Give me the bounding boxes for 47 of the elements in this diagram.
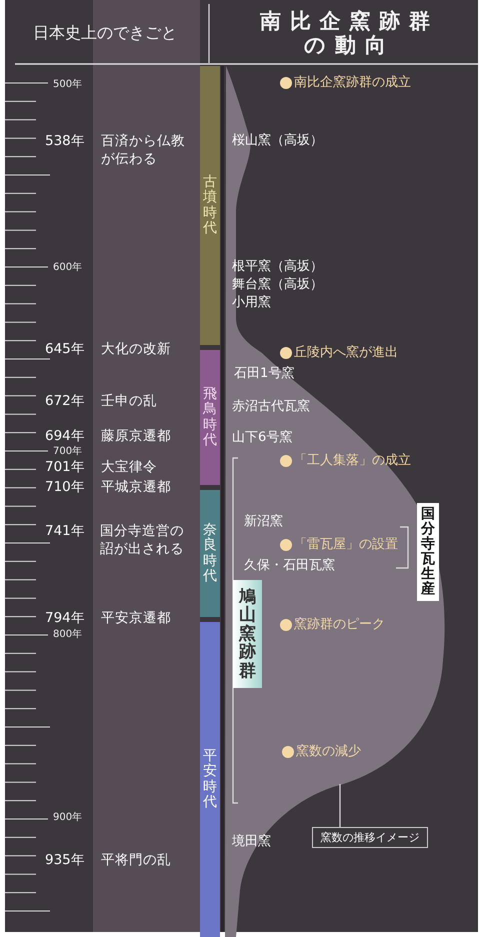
label-box: 窯数の推移イメージ xyxy=(312,827,428,848)
event-label: 平城京遷都 xyxy=(101,478,171,496)
milestone-note: 「雷瓦屋」の設置 xyxy=(294,536,398,554)
year-label: 701年 xyxy=(45,458,85,476)
column-heading: 南比企窯跡群の動向 xyxy=(258,9,440,57)
year-label: 672年 xyxy=(45,392,85,410)
kiln-site-label: 根平窯（高坂） xyxy=(232,258,323,276)
event-label: 大宝律令 xyxy=(101,458,157,476)
milestone-note: 丘陵内へ窯が進出 xyxy=(294,344,398,362)
kiln-site-label: 石田1号窯 xyxy=(234,365,294,383)
period-bar: 奈良時代 xyxy=(200,490,220,617)
kiln-site-label: 久保・石田瓦窯 xyxy=(244,557,335,575)
kiln-site-label: 赤沼古代瓦窯 xyxy=(232,398,310,416)
year-label: 500年 xyxy=(53,78,82,92)
kiln-site-label: 新沼窯 xyxy=(244,513,283,531)
kiln-site-label: 桜山窯（高坂） xyxy=(232,132,323,150)
milestone-note: 「工人集落」の成立 xyxy=(294,452,411,470)
period-bar: 平安時代 xyxy=(200,622,220,937)
year-label: 645年 xyxy=(45,340,85,358)
year-label: 600年 xyxy=(53,261,82,275)
year-label: 710年 xyxy=(45,478,85,496)
event-label: 大化の改新 xyxy=(101,340,171,358)
kiln-site-label: 境田窯 xyxy=(232,833,271,851)
year-label: 900年 xyxy=(53,811,82,825)
kiln-site-label: 山下6号窯 xyxy=(232,429,292,447)
kiln-site-label: 小用窯 xyxy=(232,294,271,312)
event-label: 壬申の乱 xyxy=(101,392,157,410)
year-label: 741年 xyxy=(45,522,85,540)
milestone-note: 南比企窯跡群の成立 xyxy=(294,74,411,92)
milestone-note: 窯数の減少 xyxy=(296,743,361,761)
year-label: 800年 xyxy=(53,628,82,642)
event-label: 平将門の乱 xyxy=(101,851,171,869)
period-bar: 古墳時代 xyxy=(200,66,220,345)
event-label: 百済から仏教が伝わる xyxy=(101,132,186,168)
leader-line xyxy=(339,784,341,827)
year-label: 935年 xyxy=(45,851,85,869)
year-label: 694年 xyxy=(45,427,85,445)
event-label: 藤原京遷都 xyxy=(101,427,171,445)
kiln-site-label: 舞台窯（高坂） xyxy=(232,276,323,294)
event-label: 国分寺造営の詔が出される xyxy=(100,522,185,558)
year-label: 794年 xyxy=(45,609,85,627)
column-heading: 日本史上のできごと xyxy=(33,24,177,42)
year-label: 538年 xyxy=(45,132,85,150)
event-label: 平安京遷都 xyxy=(101,609,171,627)
period-bar: 飛鳥時代 xyxy=(200,350,220,485)
year-label: 700年 xyxy=(53,445,82,459)
milestone-note: 窯跡群のピーク xyxy=(294,616,385,634)
